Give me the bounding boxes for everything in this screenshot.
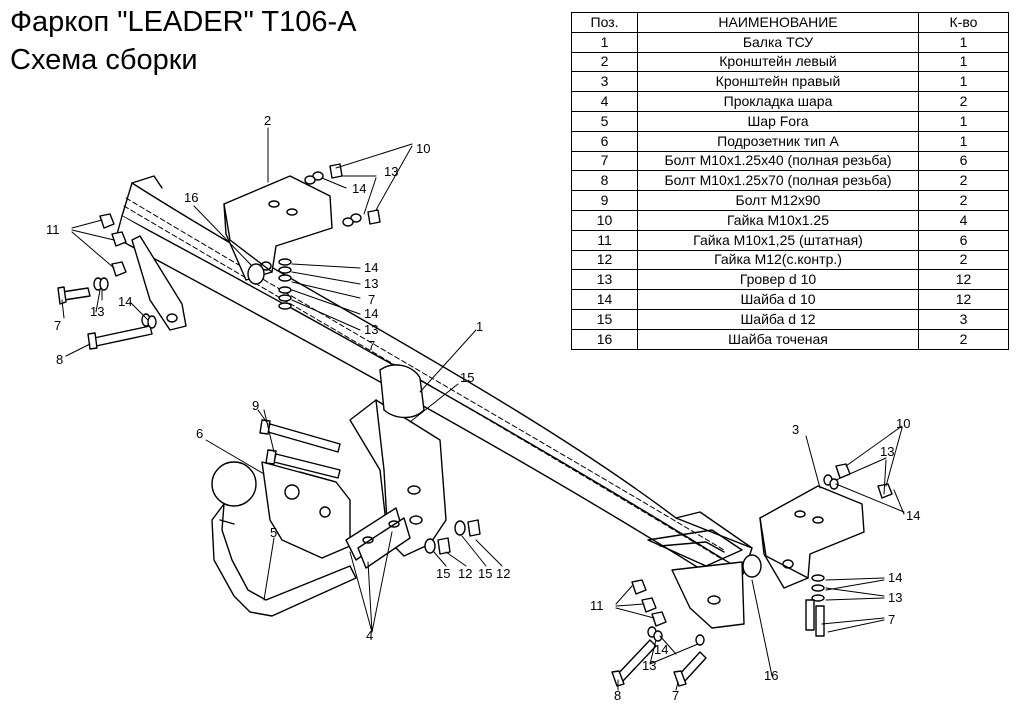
callout-5: 5 <box>270 525 277 540</box>
callout-7-b: 7 <box>368 338 375 353</box>
beam-right-hole <box>707 595 721 605</box>
callout-12-b: 12 <box>496 566 510 581</box>
callout-7-left: 7 <box>54 318 61 333</box>
part-quantity: 2 <box>918 328 1009 350</box>
part-name: Шайба d 12 <box>637 308 919 330</box>
callout-15-a: 15 <box>436 566 450 581</box>
callout-14-left-bolt: 14 <box>118 294 132 309</box>
part-name: Болт М12х90 <box>637 190 919 211</box>
page-title: Фаркоп "LEADER" T106-A <box>10 6 357 38</box>
callout-11-left: 11 <box>46 222 60 237</box>
callout-16-right: 16 <box>764 668 778 683</box>
callout-14-b: 14 <box>364 306 378 321</box>
callout-7-a: 7 <box>368 292 375 307</box>
part-name: Гайка М10х1.25 <box>637 209 919 231</box>
callout-14-right-low: 14 <box>888 570 902 585</box>
callout-15-top: 15 <box>460 370 474 385</box>
column-header-position: Поз. <box>571 12 638 33</box>
washers-left <box>93 277 157 329</box>
part-name: Подрозетник тип А <box>637 130 919 152</box>
callout-10-right: 10 <box>896 416 910 431</box>
turned-washer-right <box>742 554 762 578</box>
beam-left-hole <box>166 313 178 323</box>
callout-14-bottom: 14 <box>654 642 668 657</box>
callout-13-a: 13 <box>364 276 378 291</box>
part-name: Шайба точеная <box>637 328 919 350</box>
ball-spacers <box>345 507 411 569</box>
callout-16-left: 16 <box>184 190 198 205</box>
part-name: Шайба d 10 <box>637 289 919 310</box>
bracket-left-fasteners <box>278 163 381 310</box>
callout-13-right: 13 <box>880 444 894 459</box>
callout-13-left-bolt: 13 <box>90 304 104 319</box>
part-position: 11 <box>571 229 638 251</box>
callout-14-a: 14 <box>364 260 378 275</box>
part-name: Кронштейн левый <box>637 51 919 73</box>
callout-13-bottom: 13 <box>642 658 656 673</box>
callout-4: 4 <box>366 628 373 643</box>
callout-13-right-low: 13 <box>888 590 902 605</box>
callout-6: 6 <box>196 426 203 441</box>
callout-7-right: 7 <box>888 612 895 627</box>
callout-8-bottom: 8 <box>614 688 621 703</box>
callout-7-bottom: 7 <box>672 688 679 703</box>
callout-10-left: 10 <box>416 141 430 156</box>
right-bracket <box>759 485 865 589</box>
right-fasteners <box>611 463 893 687</box>
turned-washer-left <box>247 263 265 285</box>
left-bracket <box>223 175 333 281</box>
callout-3: 3 <box>792 422 799 437</box>
callout-14-right: 14 <box>906 508 920 523</box>
callout-9: 9 <box>252 398 259 413</box>
parts-table-header: Поз. НАИМЕНОВАНИЕ К-во <box>571 12 1009 33</box>
center-fasteners <box>424 519 481 555</box>
page-subtitle: Схема сборки <box>10 44 198 76</box>
nuts-left <box>99 213 127 277</box>
part-position: 15 <box>571 308 638 330</box>
beam-right-end-plate <box>671 561 745 629</box>
callout-13-b: 13 <box>364 322 378 337</box>
left-bolts <box>57 286 153 350</box>
callout-12-a: 12 <box>458 566 472 581</box>
callout-2: 2 <box>264 113 271 128</box>
callout-14-left: 14 <box>352 181 366 196</box>
part-position: 14 <box>571 289 638 310</box>
callout-15-b: 15 <box>478 566 492 581</box>
callout-13-left: 13 <box>384 164 398 179</box>
beam-left-end-plate <box>131 235 187 331</box>
callout-8-left: 8 <box>56 352 63 367</box>
socket-plate <box>261 461 351 559</box>
ball-mount-bracket <box>349 364 447 557</box>
callout-11-right: 11 <box>590 598 604 613</box>
part-name: Шар Fora <box>637 110 919 132</box>
leader-lines <box>61 127 905 691</box>
callout-1: 1 <box>476 319 483 334</box>
m12-bolts <box>259 419 341 479</box>
part-position: 16 <box>571 328 638 350</box>
callout-labels: 2 10 13 14 16 11 14 13 7 14 13 7 14 13 7… <box>46 113 920 703</box>
part-name: Прокладка шара <box>637 91 919 112</box>
tow-ball <box>211 461 357 617</box>
